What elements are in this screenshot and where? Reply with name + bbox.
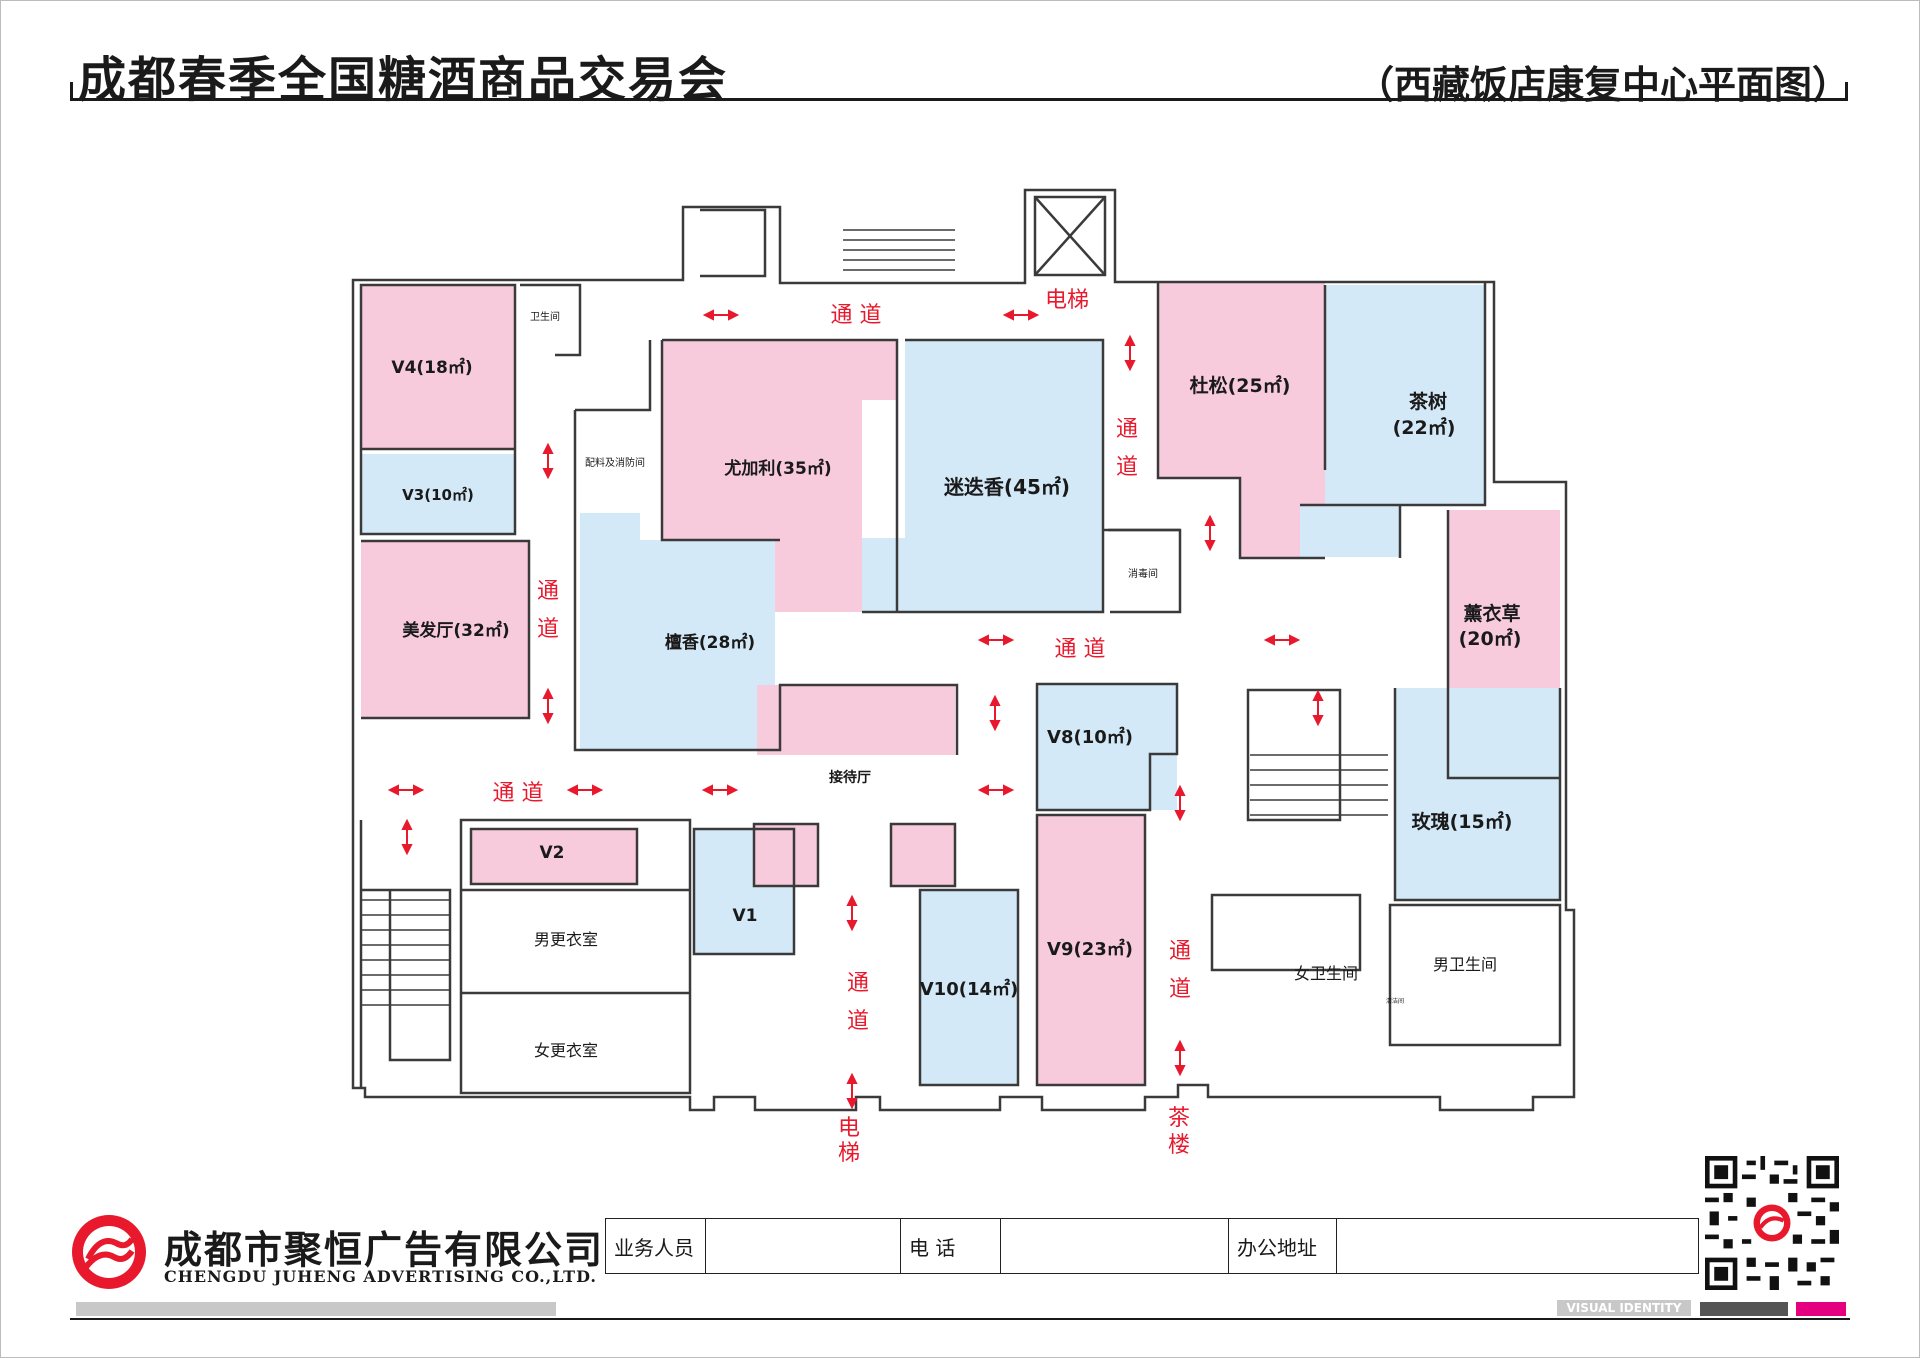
label-small-mark: 清洁间 [1386,997,1404,1005]
booth-mid-pink [891,824,955,886]
walls [351,188,1576,1112]
label-xunyicao-2: (20㎡) [1459,627,1522,650]
title-rule [70,98,1848,101]
booth-v3 [361,454,515,534]
footer-dark-tag [1700,1302,1788,1316]
booth-chashu [1325,285,1485,505]
label-disinfection: 消毒间 [1128,567,1158,580]
label-v9: V9(23㎡) [1047,938,1133,960]
label-v3: V3(10㎡) [402,486,474,504]
booth-tanxiang [580,540,775,750]
stairs-right [1250,754,1388,816]
company-logo-icon [72,1215,146,1289]
label-men-locker: 男更衣室 [534,930,598,949]
stairs-top [843,229,955,271]
label-youjiali: 尤加利(35㎡) [724,458,831,479]
footer-pink-tag [1796,1302,1846,1316]
corridor-v1-a: 通 [1116,417,1138,442]
label-restroom: 卫生间 [530,310,560,323]
booth-midiexiang [905,340,1103,612]
label-v4: V4(18㎡) [391,357,472,378]
label-meigui: 玫瑰(15㎡) [1412,810,1513,833]
label-men-restroom: 男卫生间 [1433,955,1497,974]
booth-fills [361,283,1560,1085]
teahouse-a: 茶 [1168,1106,1190,1131]
booth-v9 [1037,815,1145,1085]
label-midiexiang: 迷迭香(45㎡) [943,475,1070,499]
booth-v10 [920,890,1018,1085]
contact-info-table: 业务人员 电 话 办公地址 [605,1218,1699,1274]
corridor-center: 通 道 [1055,637,1106,662]
label-xunyicao-1: 薰衣草 [1463,602,1520,625]
booth-youjiali-top [662,340,897,400]
address-label: 办公地址 [1229,1219,1337,1273]
booth-dusong [1158,283,1325,478]
booth-chashu-low [1300,505,1400,557]
label-chashu-2: (22㎡) [1393,416,1456,439]
corridor-right-a: 通 [1169,939,1191,964]
booth-v8 [1037,684,1177,810]
booth-tanxiang-top [580,513,640,543]
title-rule-left-tick [70,82,73,100]
label-v1: V1 [733,906,758,926]
corridor-left-b: 道 [537,617,559,642]
title-rule-right-tick [1845,82,1848,100]
staff-label: 业务人员 [606,1219,706,1273]
elevator-bottom-a: 电 [838,1116,860,1141]
staff-value[interactable] [706,1219,901,1273]
label-women-locker: 女更衣室 [534,1041,598,1060]
booth-meifa [361,541,529,718]
booth-youjiali-ext [780,530,862,612]
corridor-left-a: 通 [537,579,559,604]
label-meifa: 美发厅(32㎡) [402,620,509,641]
qr-code-icon[interactable] [1705,1156,1839,1290]
corridor-arrows [387,309,1324,1110]
corridor-right-b: 道 [1169,977,1191,1002]
company-name-en: CHENGDU JUHENG ADVERTISING CO.,LTD. [164,1267,597,1286]
label-reception: 接待厅 [829,769,871,786]
booth-reception-pink [757,685,955,755]
booth-v2 [471,829,637,884]
booth-v4 [361,285,515,449]
teahouse-b: 楼 [1168,1133,1190,1158]
label-dusong: 杜松(25㎡) [1190,374,1291,397]
visual-identity-tag: VISUAL IDENTITY [1557,1300,1691,1316]
footer-rule [70,1318,1850,1320]
booth-meigui [1395,688,1560,900]
elevator-top: 电梯 [1045,288,1089,313]
address-value[interactable] [1337,1219,1698,1273]
footer-gray-bar [76,1302,556,1316]
phone-value[interactable] [1001,1219,1229,1273]
label-v8: V8(10㎡) [1047,726,1133,748]
corridor-lower-a: 通 [847,971,869,996]
label-v2: V2 [540,843,565,863]
corridor-lower-left: 通 道 [493,781,544,806]
label-women-restroom: 女卫生间 [1294,964,1358,983]
booth-v1-pink [754,824,818,886]
label-tanxiang: 檀香(28㎡) [665,632,755,653]
label-v10: V10(14㎡) [920,978,1018,1000]
company-logo-block: 成都市聚恒广告有限公司 CHENGDU JUHENG ADVERTISING C… [70,1213,602,1293]
corridor-lower-b: 道 [847,1009,869,1034]
corridor-v1-b: 道 [1116,455,1138,480]
corridor-top: 通 道 [831,303,882,328]
booth-midiexiang-ext [862,538,912,612]
label-chashu-1: 茶树 [1409,390,1447,413]
stairs-left [362,899,450,1006]
elevator-bottom-b: 梯 [838,1141,860,1166]
company-name-cn: 成都市聚恒广告有限公司 [164,1228,605,1272]
label-storage: 配料及消防间 [585,456,645,469]
phone-label: 电 话 [901,1219,1001,1273]
